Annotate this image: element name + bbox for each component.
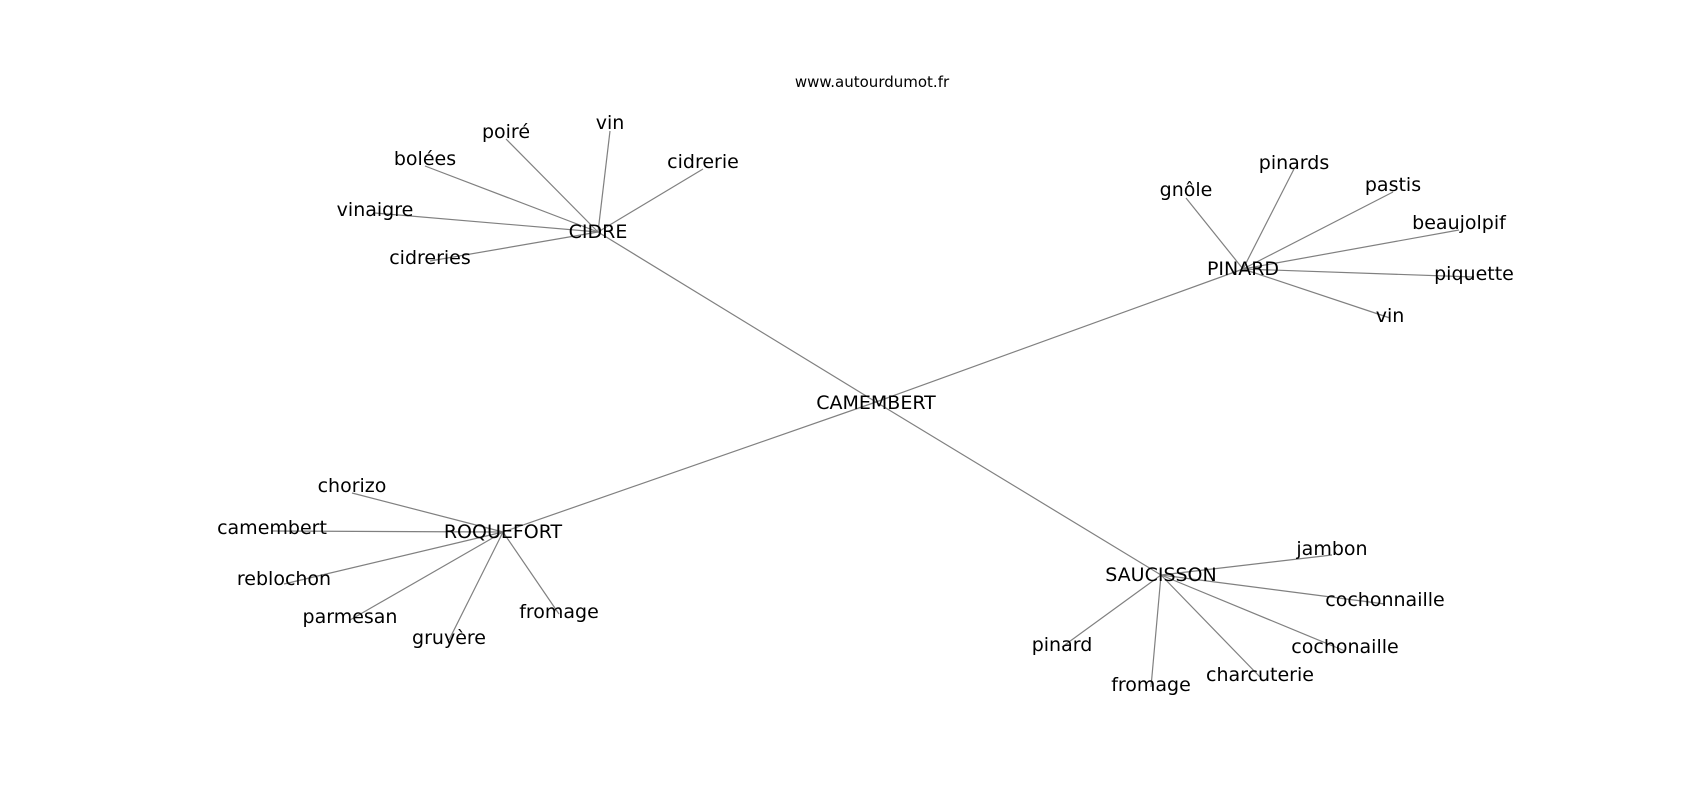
word-node: vin bbox=[596, 112, 625, 134]
hub-to-word-edge bbox=[1242, 268, 1475, 278]
hub-to-word-edge bbox=[1160, 574, 1346, 652]
word-node: camembert bbox=[217, 517, 327, 539]
word-node: jambon bbox=[1295, 538, 1367, 560]
word-node: charcuterie bbox=[1206, 664, 1314, 686]
word-node: fromage bbox=[519, 601, 599, 623]
hub-to-word-edge bbox=[374, 212, 599, 233]
center-to-hub-edge bbox=[875, 268, 1244, 403]
hub-to-word-edge bbox=[424, 165, 599, 233]
center-to-hub-edge bbox=[502, 401, 877, 533]
word-node: fromage bbox=[1111, 674, 1191, 696]
hub-node: ROQUEFORT bbox=[444, 521, 563, 543]
word-node: poiré bbox=[482, 121, 530, 143]
hub-to-word-edge bbox=[349, 531, 504, 621]
word-node: cochonnaille bbox=[1325, 589, 1444, 611]
word-node: chorizo bbox=[318, 475, 387, 497]
hub-to-word-edge bbox=[1242, 168, 1295, 270]
word-node: piquette bbox=[1434, 263, 1514, 285]
hub-to-word-edge bbox=[1160, 574, 1386, 605]
hub-node: CIDRE bbox=[569, 221, 628, 243]
word-node: cochonaille bbox=[1291, 636, 1398, 658]
word-node: vinaigre bbox=[337, 199, 414, 221]
word-node: gruyère bbox=[412, 627, 486, 649]
labels-layer: www.autourdumot.fr CAMEMBERT CIDRE vin poi… bbox=[217, 73, 1514, 696]
word-node: beaujolpif bbox=[1412, 212, 1507, 234]
hub-to-word-edge bbox=[283, 531, 504, 585]
hub-to-word-edge bbox=[505, 138, 599, 233]
word-node: gnôle bbox=[1160, 179, 1213, 201]
hub-to-word-edge bbox=[448, 531, 504, 641]
hub-to-word-edge bbox=[1242, 191, 1394, 270]
word-node: bolées bbox=[394, 148, 456, 170]
hub-to-word-edge bbox=[1160, 574, 1261, 678]
hub-to-word-edge bbox=[1061, 574, 1162, 648]
hub-to-word-edge bbox=[429, 231, 599, 262]
hub-to-word-edge bbox=[1160, 554, 1333, 576]
hub-to-word-edge bbox=[1242, 268, 1391, 319]
center-node: CAMEMBERT bbox=[816, 392, 936, 414]
hub-to-word-edge bbox=[502, 531, 560, 615]
word-node: cidrerie bbox=[667, 151, 739, 173]
center-to-hub-edge bbox=[875, 401, 1162, 576]
hub-to-word-edge bbox=[597, 130, 611, 233]
word-node: reblochon bbox=[237, 568, 331, 590]
hub-node: SAUCISSON bbox=[1105, 564, 1216, 586]
center-to-hub-edge bbox=[597, 231, 877, 403]
source-text: www.autourdumot.fr bbox=[795, 73, 950, 91]
hub-to-word-edge bbox=[1150, 574, 1162, 688]
word-node: parmesan bbox=[303, 606, 398, 628]
hub-to-word-edge bbox=[1185, 197, 1244, 270]
word-node: pastis bbox=[1365, 174, 1421, 196]
hub-to-word-edge bbox=[351, 492, 504, 533]
hub-to-word-edge bbox=[597, 168, 704, 233]
word-node: vin bbox=[1376, 305, 1405, 327]
word-node: pinard bbox=[1032, 634, 1093, 656]
hub-to-word-edge bbox=[1242, 229, 1460, 270]
edges-layer bbox=[271, 130, 1475, 688]
word-node: cidreries bbox=[389, 247, 471, 269]
hub-node: PINARD bbox=[1207, 258, 1279, 280]
word-node: pinards bbox=[1259, 152, 1329, 174]
hub-to-word-edge bbox=[271, 530, 504, 533]
